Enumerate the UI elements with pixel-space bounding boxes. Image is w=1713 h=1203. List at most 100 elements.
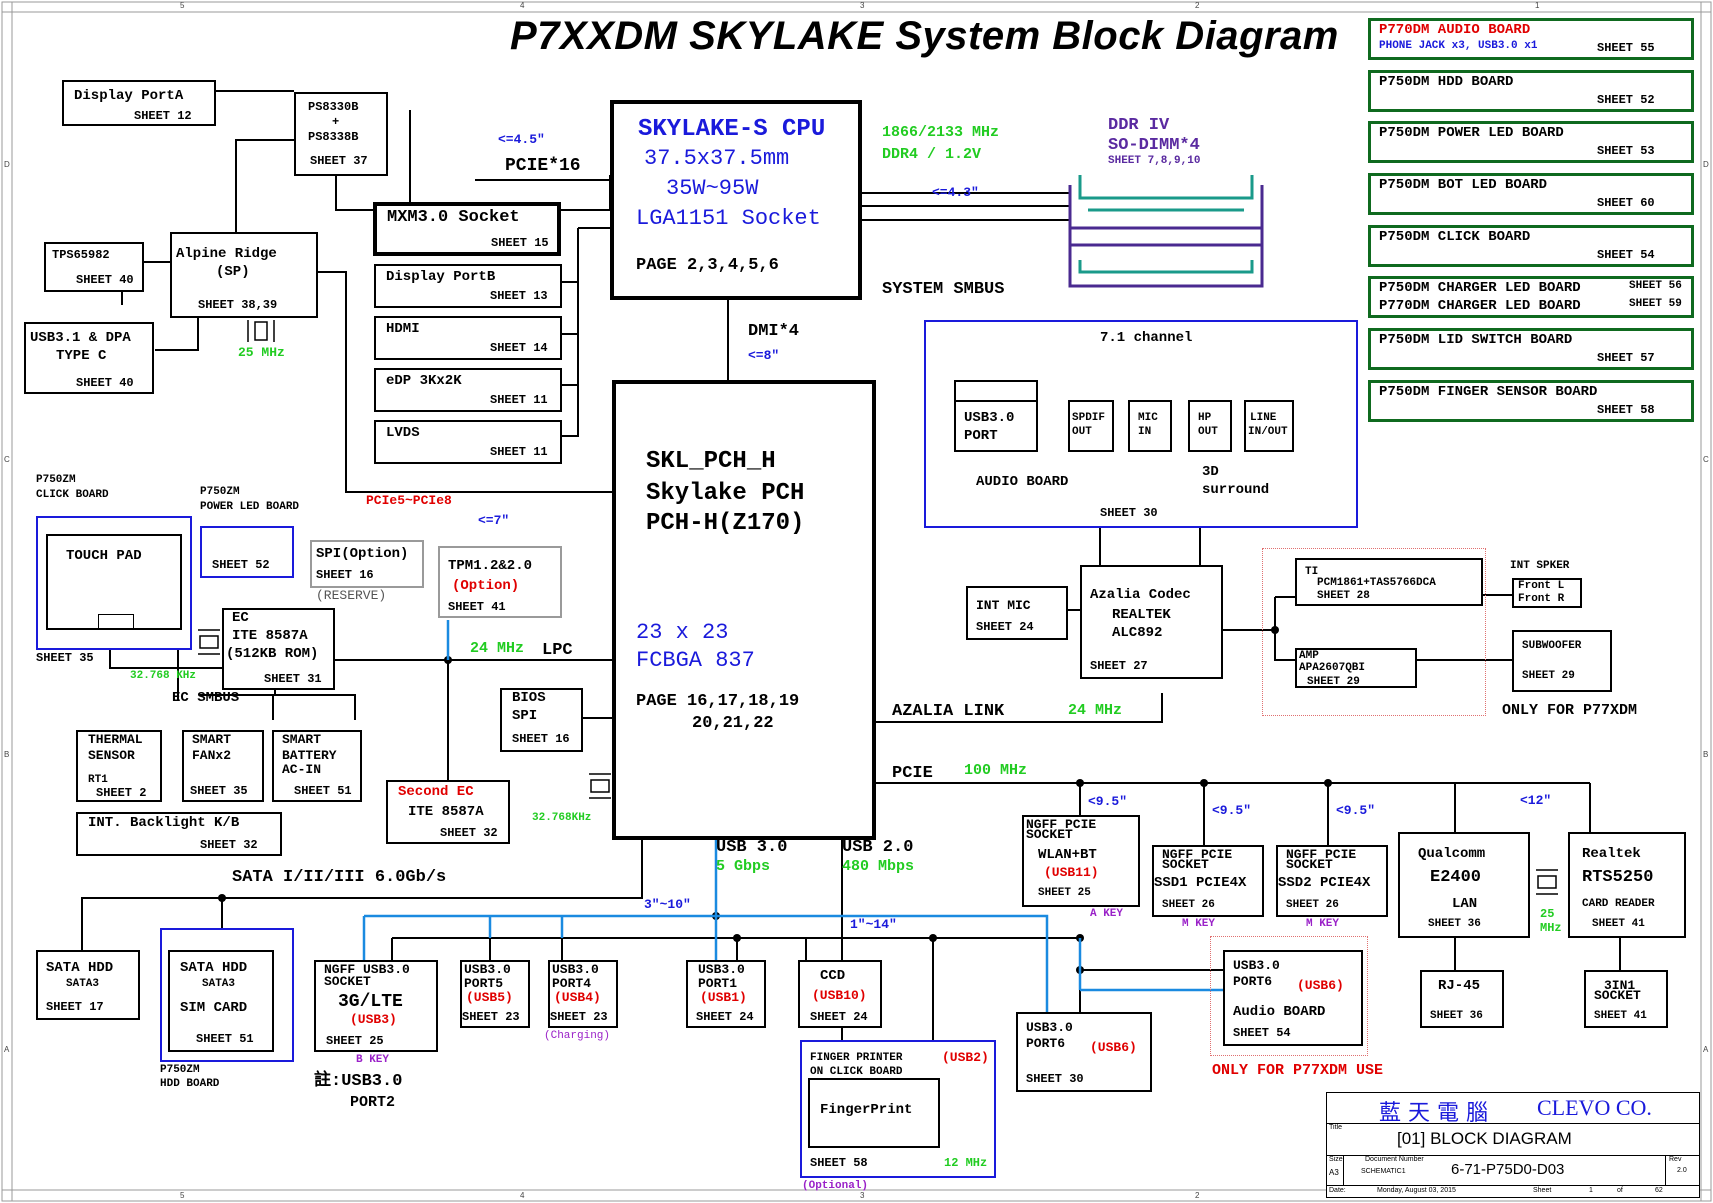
- sheet-label: SHEET 29: [1522, 670, 1575, 682]
- usb2-label: USB 2.0: [842, 838, 914, 857]
- ngff-wlan-box: NGFF PCIE SOCKET WLAN+BT (USB11) SHEET 2…: [1022, 815, 1140, 907]
- alpine-line2: (SP): [216, 264, 250, 280]
- lan-clock: 25: [1540, 907, 1555, 921]
- fingerprint-box: FingerPrint: [808, 1078, 940, 1148]
- ssd2-key: M KEY: [1306, 918, 1340, 930]
- port5-line1: USB3.0: [464, 962, 511, 977]
- spker-line1: Front L: [1518, 580, 1565, 592]
- sheet-label: SHEET 14: [490, 341, 548, 355]
- port1-line1: USB3.0: [698, 962, 745, 977]
- port5-usb: (USB5): [466, 990, 513, 1005]
- cpu-pages: PAGE 2,3,4,5,6: [636, 256, 779, 275]
- frame-mark: 3: [860, 1191, 865, 1200]
- ccd-box: CCD (USB10) SHEET 24: [798, 960, 882, 1028]
- dmi-label: DMI*4: [748, 322, 800, 341]
- int-spker-box: Front L Front R: [1512, 578, 1582, 608]
- ssd2-line3: SSD2 PCIE4X: [1278, 875, 1371, 891]
- ngff-3g-usb: (USB3): [350, 1012, 397, 1027]
- frame-mark: 1: [1535, 1, 1540, 10]
- tps-name: TPS65982: [52, 248, 110, 262]
- ti-line2: PCM1861+TAS5766DCA: [1317, 577, 1436, 589]
- pcie-freq: 100 MHz: [964, 762, 1028, 779]
- edp-name: eDP 3Kx2K: [386, 373, 462, 389]
- docnum-value: 6-71-P75D0-D03: [1451, 1161, 1565, 1178]
- sheet-label: SHEET 15: [491, 236, 549, 250]
- ssd2-line1: NGFF PCIE: [1286, 847, 1357, 862]
- frame-mark: D: [4, 160, 10, 169]
- card-reader-box: Realtek RTS5250 CARD READER SHEET 41: [1568, 832, 1686, 938]
- cpu-name: SKYLAKE-S CPU: [638, 116, 826, 143]
- board-name-2: P770DM CHARGER LED BOARD: [1379, 298, 1581, 314]
- touchpad-name: TOUCH PAD: [66, 548, 142, 564]
- board-name: P750DM BOT LED BOARD: [1379, 177, 1548, 193]
- date-label: Date:: [1329, 1187, 1346, 1194]
- ec-line1: EC: [232, 610, 249, 626]
- port4-line2: PORT4: [552, 976, 592, 991]
- edp-box: eDP 3Kx2K SHEET 11: [374, 368, 562, 412]
- hp-line2: OUT: [1198, 426, 1218, 438]
- pch-line3: PCH-H(Z170): [646, 510, 805, 537]
- sheet-label: SHEET 54: [1233, 1026, 1291, 1040]
- sheet-label: SHEET 30: [1100, 506, 1158, 520]
- cpu-socket: LGA1151 Socket: [636, 206, 821, 231]
- second-ec-box: Second EC ITE 8587A SHEET 32: [386, 780, 510, 844]
- smart-fan-box: SMART FANx2 SHEET 35: [182, 730, 264, 802]
- sheet-label: SHEET 58: [810, 1156, 868, 1170]
- pch-clock: 32.768KHz: [532, 812, 592, 824]
- date-value: Monday, August 03, 2015: [1377, 1187, 1456, 1194]
- board-name: P750DM CLICK BOARD: [1379, 229, 1531, 245]
- display-portb-box: Display PortB SHEET 13: [374, 264, 562, 308]
- only-for-p77xdm: ONLY FOR P77XDM: [1502, 702, 1638, 719]
- frame-mark: 4: [520, 1, 525, 10]
- ngff-3g-line3: 3G/LTE: [338, 992, 403, 1012]
- powerled-l1: P750ZM: [200, 486, 240, 498]
- audio-port6-usb: (USB6): [1297, 978, 1344, 993]
- finger-optional: (Optional): [802, 1180, 869, 1192]
- azalia-link-label: AZALIA LINK: [892, 702, 1005, 721]
- pcie16-length: <=4.5": [498, 132, 545, 147]
- of-label: of: [1617, 1187, 1623, 1194]
- click-board-l2: CLICK BOARD: [36, 489, 109, 501]
- sheet-label: SHEET 53: [1597, 144, 1655, 158]
- azalia-line2: REALTEK: [1112, 607, 1171, 623]
- cpu-size: 37.5x37.5mm: [644, 146, 790, 171]
- rev-label: Rev: [1669, 1156, 1682, 1163]
- surround-line2: surround: [1202, 482, 1270, 498]
- touchpad-box: TOUCH PAD: [46, 534, 182, 630]
- second-ec-line2: ITE 8587A: [408, 804, 484, 820]
- pch-pages2: 20,21,22: [692, 714, 774, 733]
- sheet-label: SHEET 58: [1597, 403, 1655, 417]
- port1-line2: PORT1: [698, 976, 738, 991]
- sheet-label: SHEET 40: [76, 273, 134, 287]
- mic-in-jack: MIC IN: [1128, 400, 1172, 452]
- pcie-label: PCIE: [892, 764, 933, 783]
- pch-pkg2: FCBGA 837: [636, 648, 755, 673]
- sheet-label: SHEET 35: [190, 784, 248, 798]
- title-block: 藍 天 電 腦 CLEVO CO. Title [01] BLOCK DIAGR…: [1326, 1092, 1700, 1198]
- card-line2: RTS5250: [1582, 868, 1654, 887]
- sheet-label: SHEET 56: [1629, 280, 1682, 292]
- board-item-4: P750DM CLICK BOARD SHEET 54: [1368, 225, 1694, 267]
- thermal-line3: RT1: [88, 774, 108, 786]
- audio-port6-line3: Audio BOARD: [1233, 1004, 1326, 1020]
- thermal-line1: THERMAL: [88, 732, 143, 747]
- audio-port6-frame: [1210, 936, 1368, 1056]
- sheet-label: SHEET 38,39: [198, 298, 278, 312]
- audio-port6-line2: PORT6: [1233, 974, 1273, 989]
- sheet-label: SHEET 13: [490, 289, 548, 303]
- audio-channel: 7.1 channel: [1100, 330, 1193, 346]
- sheet-label: SHEET 36: [1428, 918, 1481, 930]
- amp-line2: APA2607QBI: [1299, 662, 1366, 674]
- mxm-box: MXM3.0 Socket SHEET 15: [373, 202, 561, 256]
- powerled-box: SHEET 52: [200, 526, 294, 578]
- sheet-label: SHEET 2: [96, 786, 147, 800]
- line-line1: LINE: [1250, 412, 1277, 424]
- lan-controller-box: Qualcomm E2400 LAN SHEET 36: [1398, 832, 1530, 938]
- mxm-name: MXM3.0 Socket: [387, 208, 520, 227]
- click-board-l1: P750ZM: [36, 474, 76, 486]
- sheet-label: SHEET 41: [448, 600, 506, 614]
- sata-hdd1-box: SATA HDD SATA3 SHEET 17: [36, 950, 140, 1020]
- usb-connector-icon: [956, 382, 1036, 402]
- sheet-label: SHEET 59: [1629, 298, 1682, 310]
- company-cn: 藍 天 電 腦: [1379, 1101, 1488, 1126]
